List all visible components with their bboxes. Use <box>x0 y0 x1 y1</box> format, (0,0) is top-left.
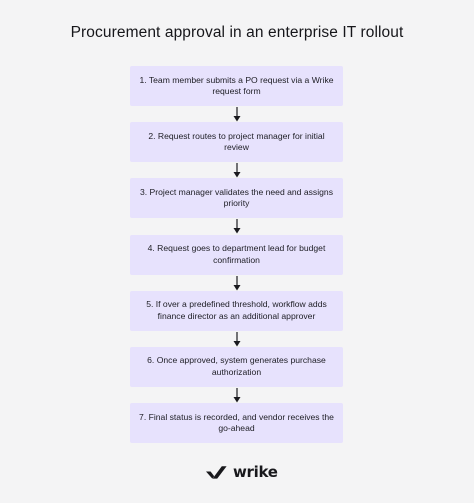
flow-arrow <box>130 331 343 347</box>
flow-step-4: 4. Request goes to department lead for b… <box>130 234 343 275</box>
flow-step-6: 6. Once approved, system generates purch… <box>130 346 343 387</box>
diagram-title: Procurement approval in an enterprise IT… <box>70 24 404 41</box>
flow-step-7: 7. Final status is recorded, and vendor … <box>130 403 343 444</box>
flow-step-1: 1. Team member submits a PO request via … <box>130 66 343 106</box>
flow-arrow <box>130 387 343 403</box>
flow-arrow <box>130 275 343 291</box>
flowchart: 1. Team member submits a PO request via … <box>130 66 343 444</box>
flow-step-3: 3. Project manager validates the need an… <box>130 178 343 219</box>
wrike-logo: wrike <box>206 462 278 482</box>
flow-arrow <box>130 106 343 122</box>
flow-step-2: 2. Request routes to project manager for… <box>130 122 343 163</box>
wrike-checkmark-icon <box>206 466 227 479</box>
flow-arrow <box>130 162 343 178</box>
flow-step-5: 5. If over a predefined threshold, workf… <box>130 290 343 331</box>
brand-name: wrike <box>233 463 278 481</box>
flow-arrow <box>130 218 343 234</box>
